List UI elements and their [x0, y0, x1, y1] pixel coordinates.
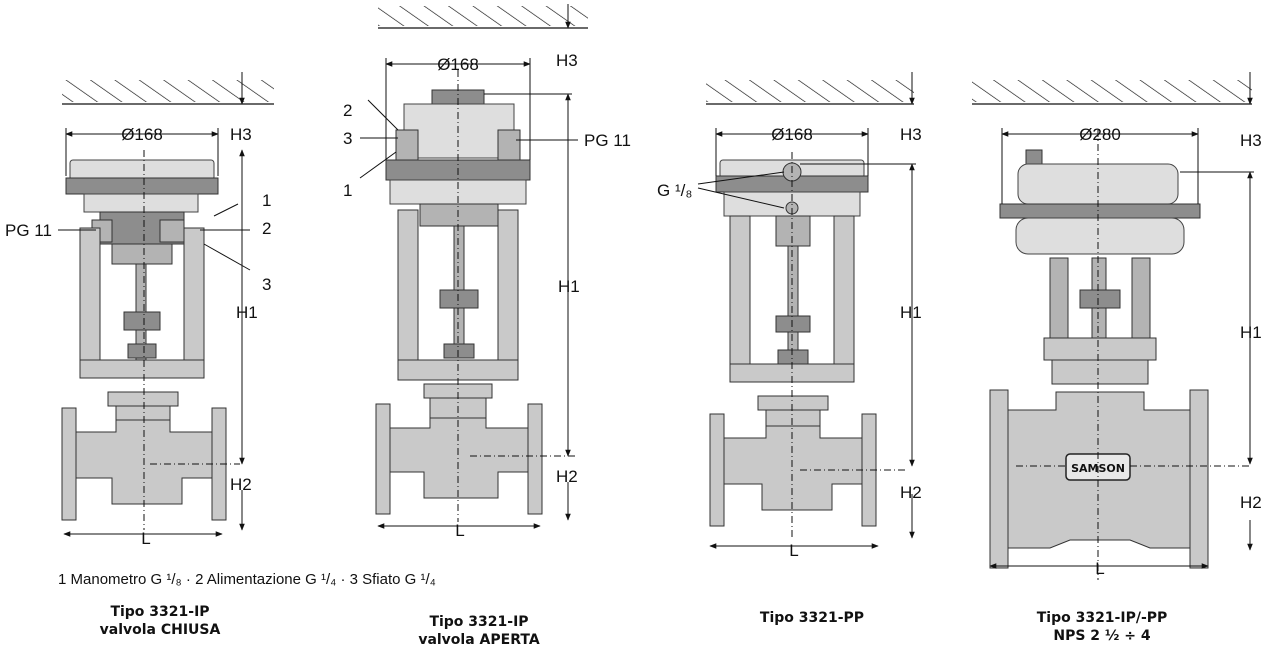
ceiling-hatch	[62, 80, 274, 102]
l-label: L	[141, 529, 150, 548]
caption-view-3-line-1: Tipo 3321-PP	[760, 610, 864, 626]
diameter-label: Ø280	[1079, 125, 1121, 144]
ceiling-hatch	[706, 80, 914, 102]
l-label: L	[789, 541, 798, 560]
caption-view-1-line-1: Tipo 3321-IP	[110, 604, 209, 620]
view-1-closed-valve: Ø168 H3 H1 H2 L 1 2 3 PG 11	[5, 72, 274, 548]
callout-1: 1	[262, 191, 271, 210]
h1-label: H1	[558, 277, 580, 296]
diameter-label: Ø168	[771, 125, 813, 144]
callout-3: 3	[262, 275, 271, 294]
caption-view-1-line-2: valvola CHIUSA	[100, 622, 221, 638]
l-label: L	[1095, 559, 1104, 578]
callout-3: 3	[343, 129, 352, 148]
diameter-label: Ø168	[121, 125, 163, 144]
diameter-label: Ø168	[437, 55, 479, 74]
view-3-pp-valve: Ø168 H3 H1 H2 L G ¹/₈	[657, 72, 922, 560]
view-4-nps-valve: SAMSON Ø280 H3 H1 H2 L	[972, 72, 1262, 580]
h2-label: H2	[1240, 493, 1262, 512]
h2-label: H2	[900, 483, 922, 502]
caption-view-4-line-2: NPS 2 ½ ÷ 4	[1053, 628, 1151, 644]
gauge-label: G ¹/₈	[657, 181, 692, 200]
h2-label: H2	[230, 475, 252, 494]
h3-label: H3	[900, 125, 922, 144]
h3-label: H3	[230, 125, 252, 144]
callout-2: 2	[343, 101, 352, 120]
callout-2: 2	[262, 219, 271, 238]
pg11-label: PG 11	[5, 221, 52, 240]
ceiling-hatch	[972, 80, 1252, 102]
h3-label: H3	[556, 51, 578, 70]
h1-label: H1	[236, 303, 258, 322]
view-2-open-valve: Ø168 H3 H1 H2 L 2 3 1 PG 11	[343, 4, 631, 540]
ceiling-hatch	[378, 6, 588, 26]
caption-view-2-line-2: valvola APERTA	[418, 632, 540, 648]
caption-view-4-line-1: Tipo 3321-IP/-PP	[1037, 610, 1168, 626]
h1-label: H1	[1240, 323, 1262, 342]
h3-label: H3	[1240, 131, 1262, 150]
h1-label: H1	[900, 303, 922, 322]
pg11-label: PG 11	[584, 131, 631, 150]
h2-label: H2	[556, 467, 578, 486]
l-label: L	[455, 521, 464, 540]
caption-view-2-line-1: Tipo 3321-IP	[429, 614, 528, 630]
callout-1: 1	[343, 181, 352, 200]
legend-text: 1 Manometro G ¹/₈ · 2 Alimentazione G ¹/…	[58, 571, 436, 588]
